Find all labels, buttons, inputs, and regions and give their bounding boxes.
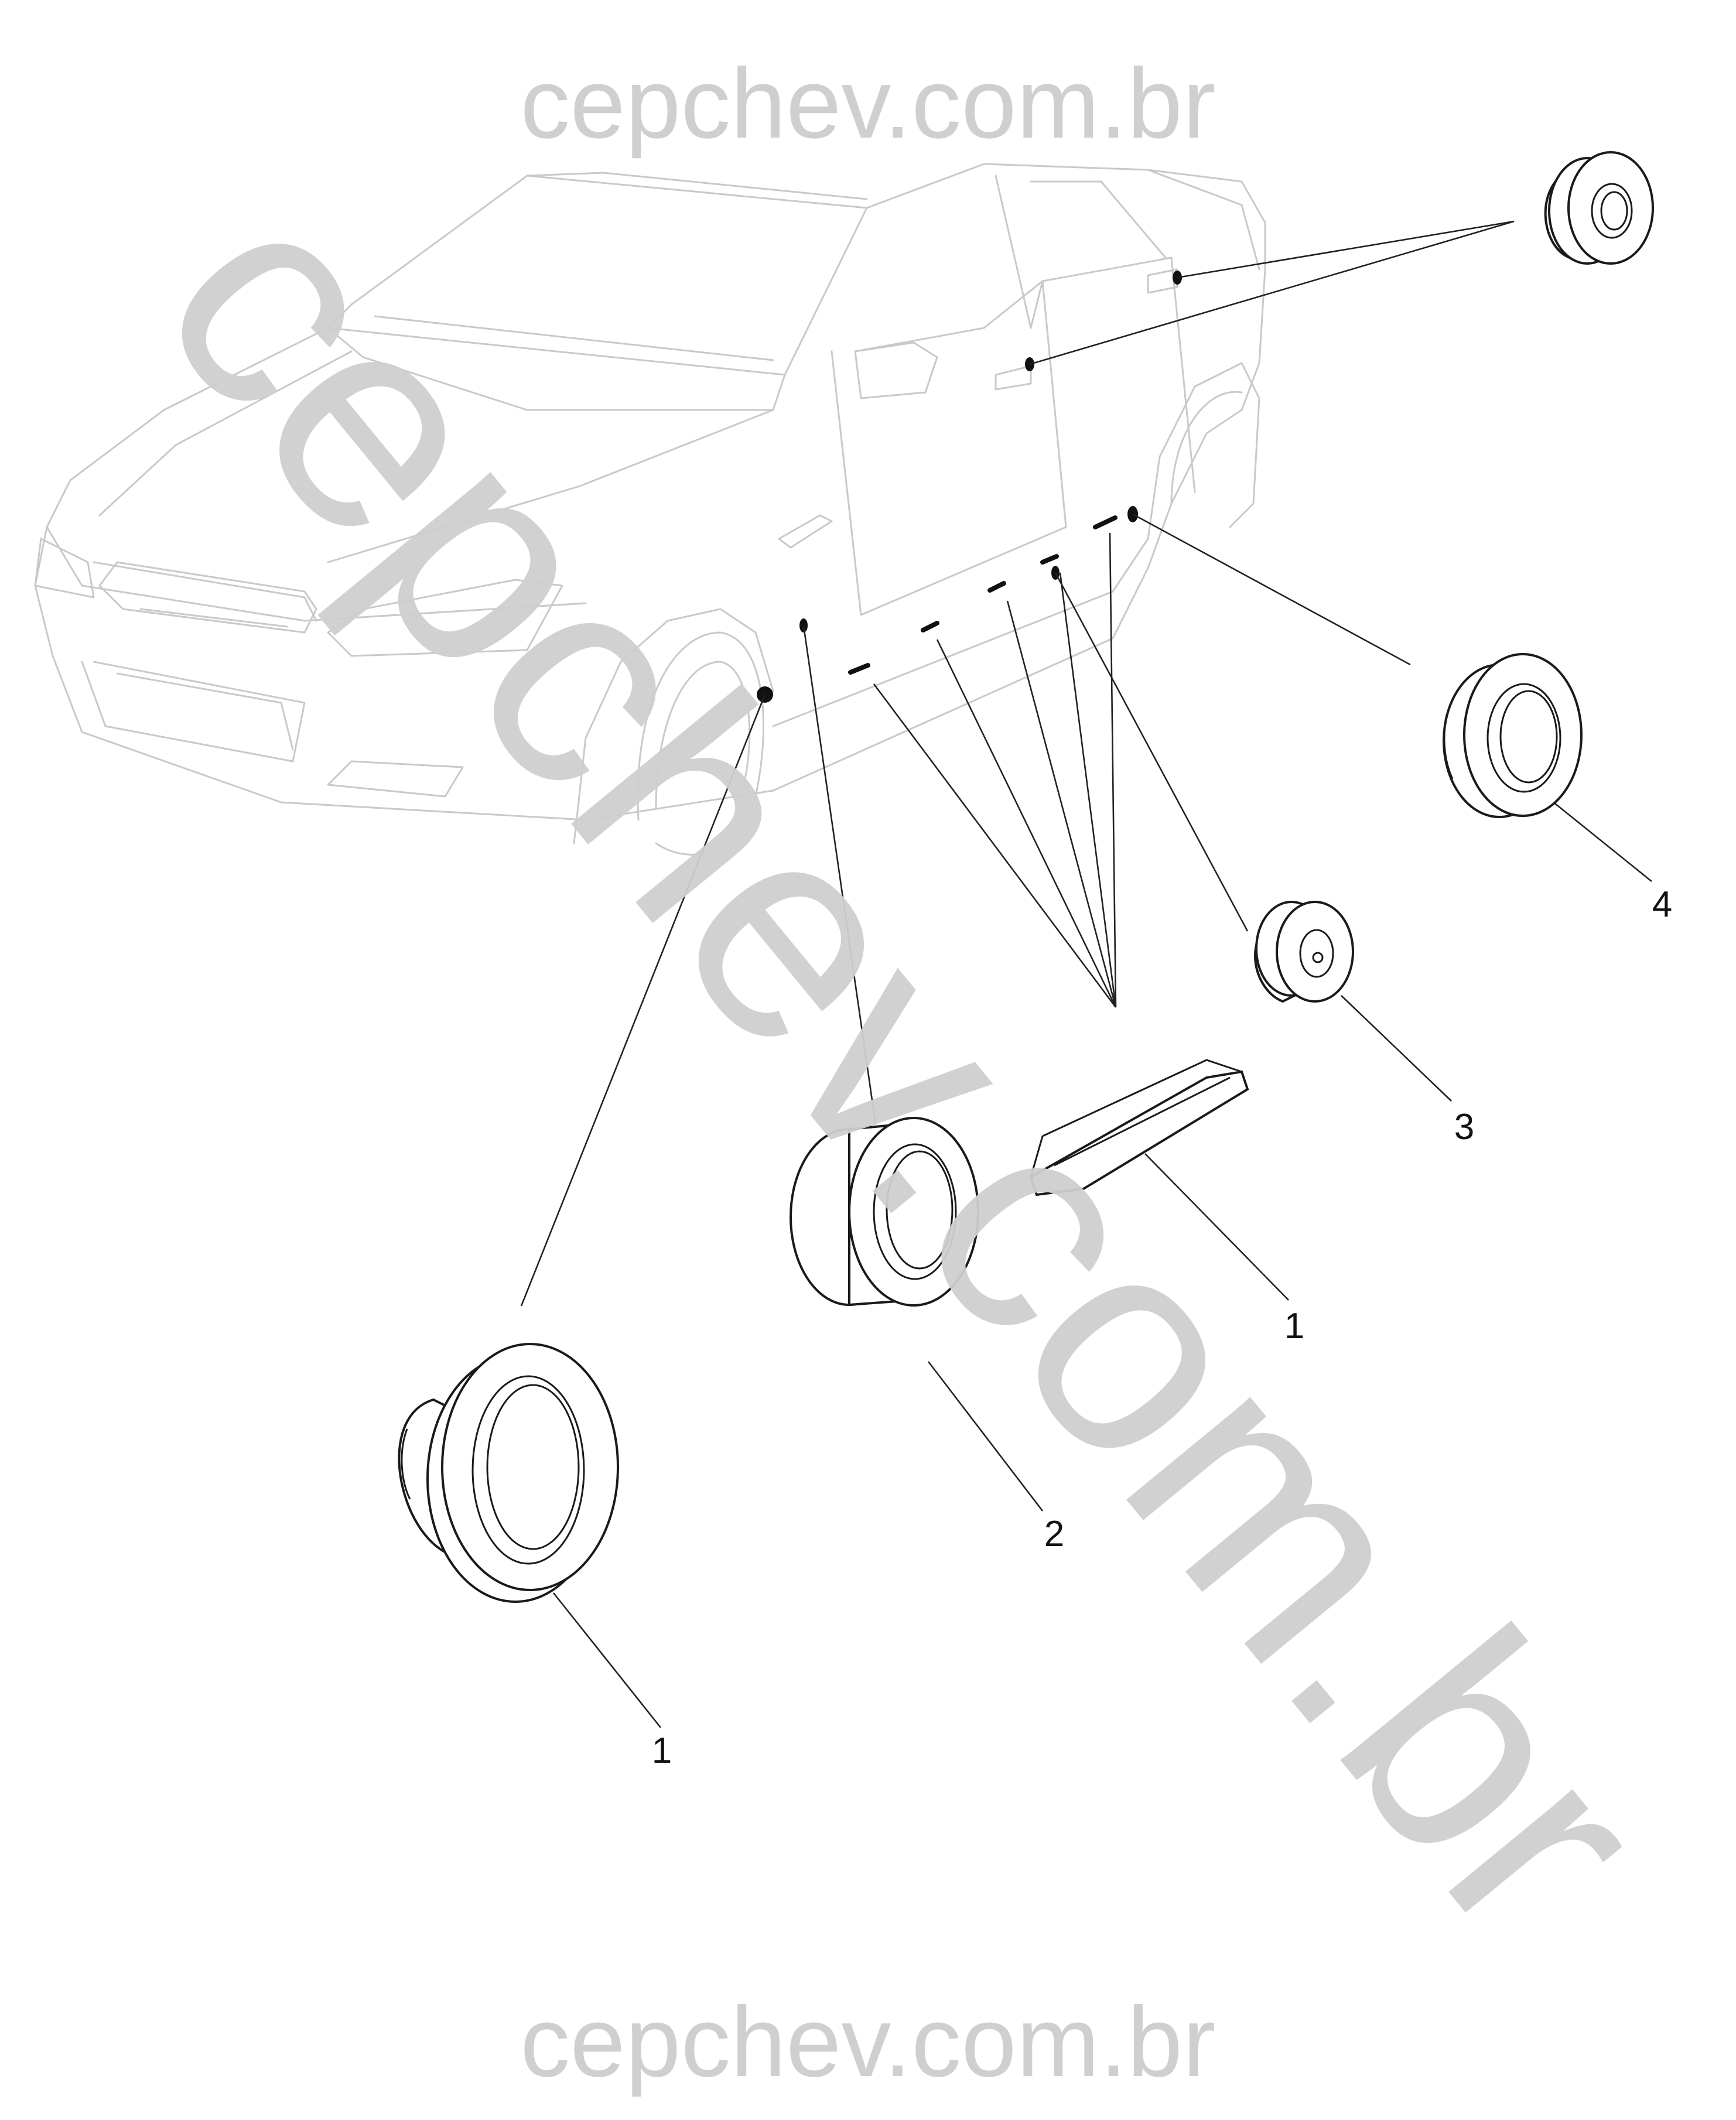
part-3-small-grommet: [1254, 901, 1354, 1003]
callout-4: 4: [1652, 884, 1672, 925]
part-4-grommet: [1443, 653, 1583, 818]
part-1-rocker-strip: [1029, 1059, 1249, 1196]
callout-labels: 1 2 1 3 4: [652, 884, 1672, 1771]
callout-1-strip: 1: [1284, 1306, 1304, 1346]
plug-location-markers: [757, 271, 1182, 703]
callout-1-left: 1: [652, 1731, 672, 1771]
watermark-bottom: cepchev.com.br: [520, 1986, 1215, 2098]
watermark-top: cepchev.com.br: [520, 48, 1215, 159]
leader-lines: [520, 220, 1652, 1728]
part-1-large-grommet: [398, 1343, 619, 1603]
car-outline: [34, 163, 1266, 856]
watermark-diagonal: cepchev.com.br: [98, 136, 1712, 1996]
part-2-grommet: [790, 1117, 979, 1307]
callout-3: 3: [1454, 1107, 1474, 1147]
marker-dashes: [848, 515, 1118, 675]
door-plug-grommet: [1544, 151, 1654, 265]
callout-2: 2: [1044, 1514, 1064, 1554]
